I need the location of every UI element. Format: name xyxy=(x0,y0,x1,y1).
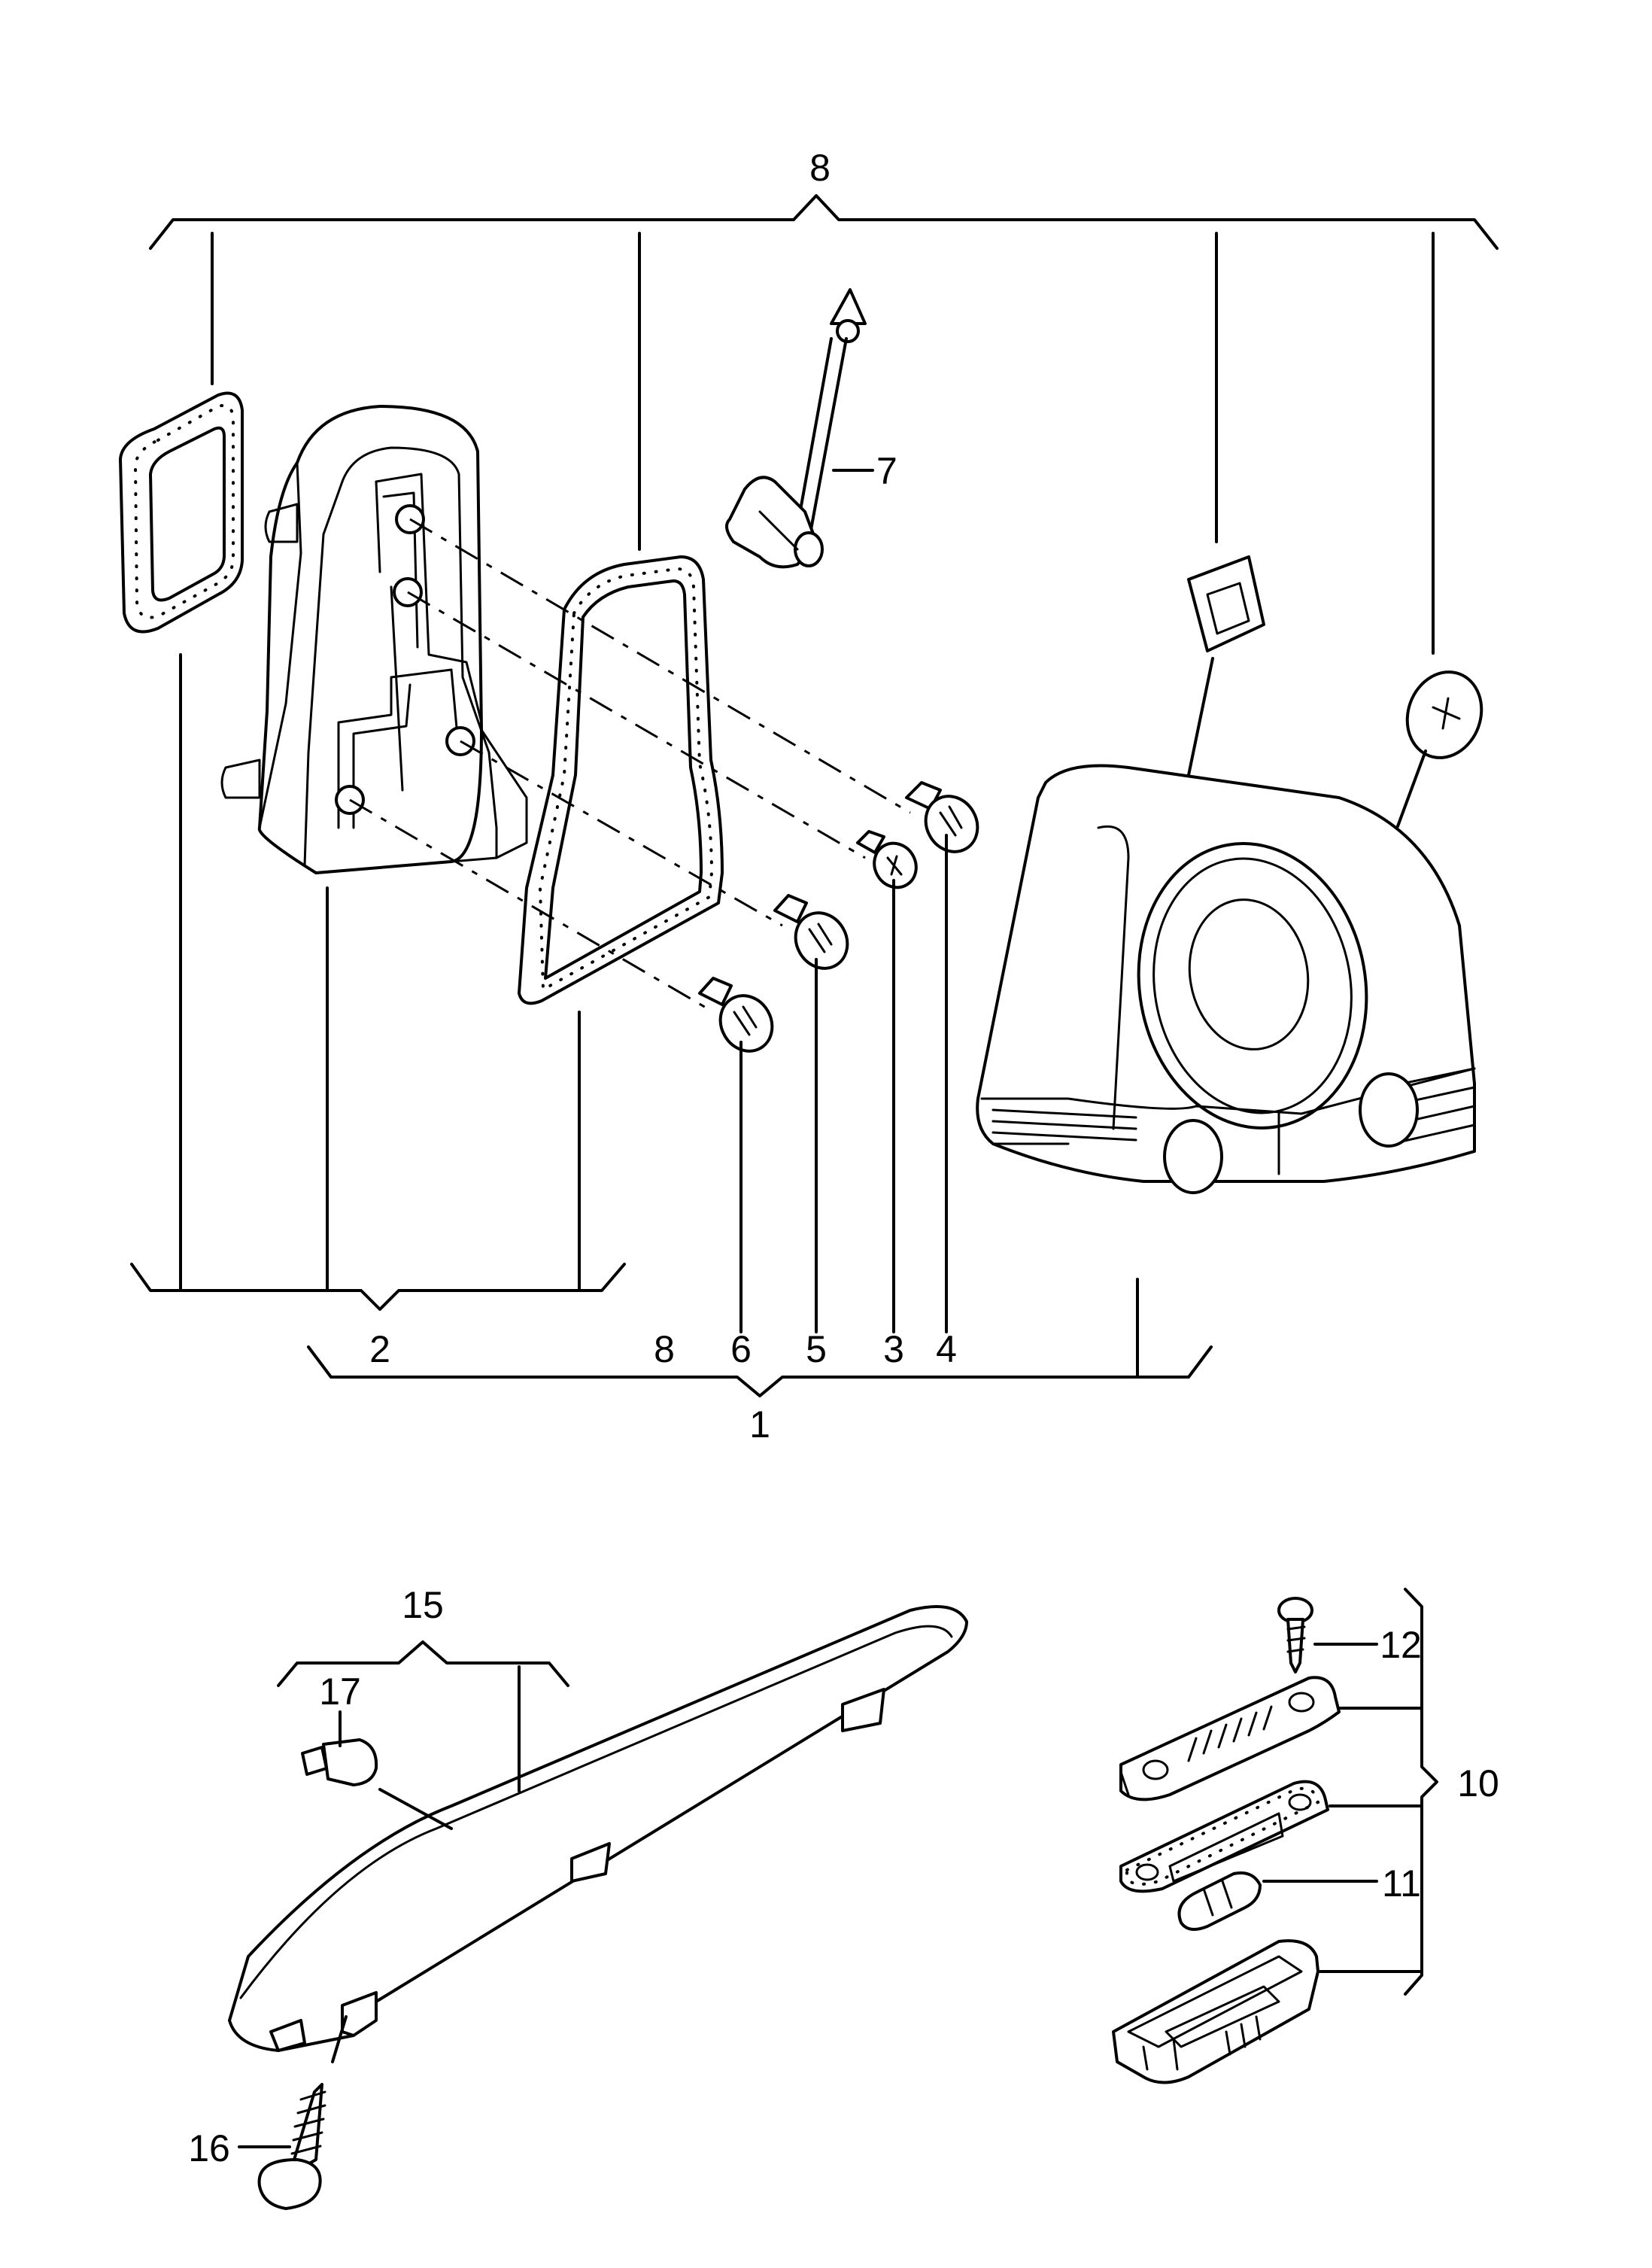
callout-12: 12 xyxy=(1380,1624,1422,1666)
callout-17: 17 xyxy=(319,1671,361,1713)
tail-light-housing xyxy=(976,764,1476,1194)
callout-1: 1 xyxy=(749,1403,770,1446)
callout-2: 2 xyxy=(369,1328,390,1370)
connector-7 xyxy=(725,288,867,569)
round-cap xyxy=(1405,670,1483,759)
bulb-axes xyxy=(349,518,911,1010)
square-pad xyxy=(1187,555,1265,652)
plate-light-lens xyxy=(1119,1676,1423,1801)
gasket-small xyxy=(119,391,244,634)
gasket-large xyxy=(518,555,724,1005)
bulb-5 xyxy=(773,894,849,970)
brace-8-top xyxy=(149,194,1499,655)
brace-10 xyxy=(1404,1588,1438,1996)
plate-light-housing xyxy=(1112,1939,1423,2084)
bulb-11 xyxy=(1177,1871,1378,1931)
callout-8-bottom: 8 xyxy=(654,1328,675,1370)
callout-16: 16 xyxy=(188,2127,230,2169)
bulb-6 xyxy=(698,977,774,1053)
brace-2 xyxy=(130,653,626,1311)
callout-3: 3 xyxy=(883,1328,904,1370)
callout-8-top: 8 xyxy=(809,147,831,189)
brake-light-bar xyxy=(228,1605,968,2052)
callout-6: 6 xyxy=(730,1328,752,1370)
plate-light-screw-12 xyxy=(1277,1597,1378,1674)
brace-15 xyxy=(277,1640,569,1830)
callout-5: 5 xyxy=(806,1328,827,1370)
callout-15: 15 xyxy=(402,1584,444,1626)
brace-1 xyxy=(307,1278,1213,1397)
bulb-3 xyxy=(856,830,918,889)
plate-light-gasket xyxy=(1119,1780,1423,1893)
bulb-4 xyxy=(905,781,979,853)
bulb-holder xyxy=(220,405,528,874)
leader-lines-top xyxy=(739,469,1427,1333)
callout-10: 10 xyxy=(1457,1762,1499,1804)
callout-7: 7 xyxy=(876,450,897,492)
callout-4: 4 xyxy=(936,1328,957,1370)
bulb-17 xyxy=(301,1738,378,1786)
screw-16 xyxy=(238,2015,348,2210)
callout-11: 11 xyxy=(1382,1862,1421,1905)
